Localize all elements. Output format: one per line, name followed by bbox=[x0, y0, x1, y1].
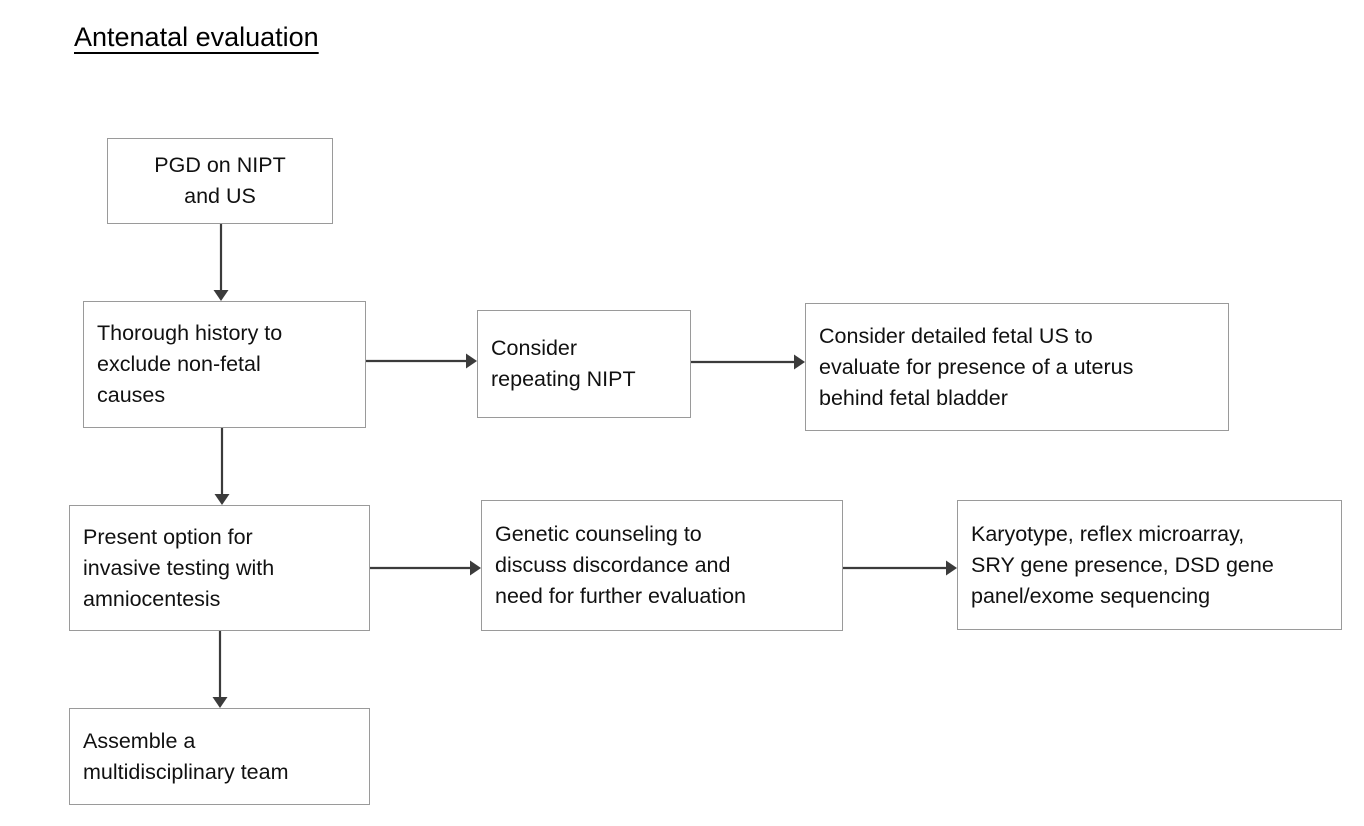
flowchart-node-n2: Thorough history to exclude non-fetal ca… bbox=[83, 301, 366, 428]
flowchart-node-n7: Karyotype, reflex microarray, SRY gene p… bbox=[957, 500, 1342, 630]
page-title: Antenatal evaluation bbox=[74, 22, 319, 52]
flowchart-arrow-e2 bbox=[352, 347, 491, 375]
flowchart-node-label: Thorough history to exclude non-fetal ca… bbox=[97, 321, 283, 407]
flowchart-arrow-e7 bbox=[206, 617, 234, 722]
flowchart-node-label: Consider repeating NIPT bbox=[491, 336, 636, 391]
flowchart-arrow-e1 bbox=[207, 210, 235, 315]
flowchart-node-n1: PGD on NIPT and US bbox=[107, 138, 333, 224]
flowchart-node-n6: Genetic counseling to discuss discordanc… bbox=[481, 500, 843, 631]
flowchart-node-n4: Consider detailed fetal US to evaluate f… bbox=[805, 303, 1229, 431]
flowchart-node-label: Consider detailed fetal US to evaluate f… bbox=[819, 323, 1134, 410]
flowchart-node-n8: Assemble a multidisciplinary team bbox=[69, 708, 370, 805]
flowchart-arrow-e5 bbox=[356, 554, 495, 582]
flowchart-arrow-e4 bbox=[208, 414, 236, 519]
flowchart-node-label: PGD on NIPT and US bbox=[154, 153, 286, 208]
flowchart-arrow-e6 bbox=[829, 554, 971, 582]
flowchart-node-label: Genetic counseling to discuss discordanc… bbox=[495, 522, 746, 608]
flowchart-node-label: Assemble a multidisciplinary team bbox=[83, 728, 289, 784]
flowchart-node-n3: Consider repeating NIPT bbox=[477, 310, 691, 418]
flowchart-node-label: Present option for invasive testing with… bbox=[83, 524, 275, 611]
flowchart-node-label: Karyotype, reflex microarray, SRY gene p… bbox=[971, 521, 1274, 608]
flowchart-node-n5: Present option for invasive testing with… bbox=[69, 505, 370, 631]
flowchart-arrow-e3 bbox=[677, 348, 819, 376]
